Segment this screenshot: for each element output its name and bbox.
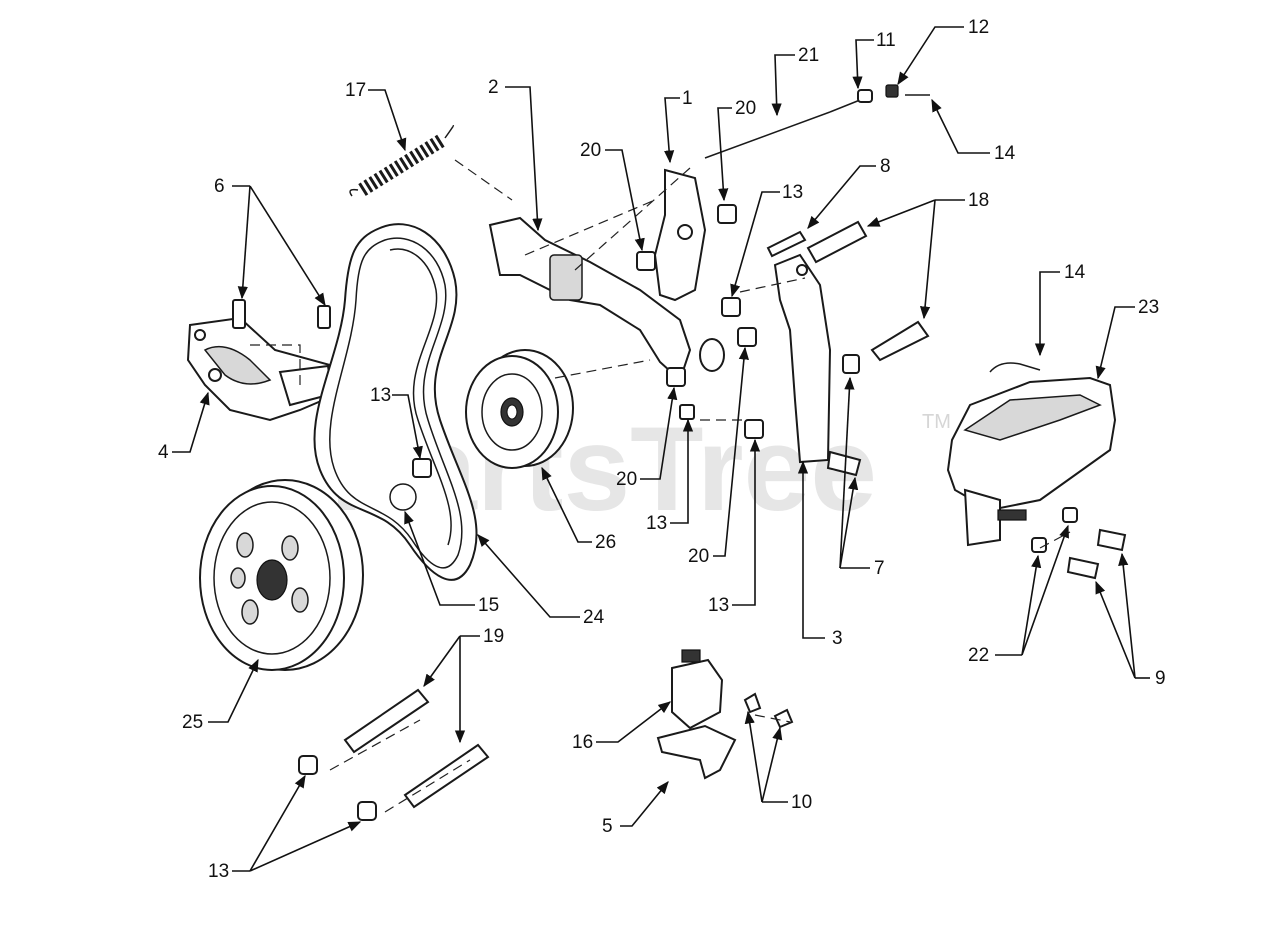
watermark-trademark: TM	[922, 411, 951, 433]
part-nuts-center	[636, 204, 764, 439]
callout-3: 3	[832, 628, 843, 649]
callout-20-bottom-center: 20	[688, 546, 709, 567]
callout-21: 21	[798, 45, 819, 66]
callout-16: 16	[572, 732, 593, 753]
part-retaining-ring	[389, 483, 417, 511]
alignment-lines	[250, 159, 1071, 813]
callout-13-center: 13	[646, 513, 667, 534]
callout-20-bottom-left: 20	[616, 469, 637, 490]
callout-26: 26	[595, 532, 616, 553]
callout-13-upper: 13	[782, 182, 803, 203]
part-lower-bracket	[773, 253, 832, 464]
part-upper-bracket	[653, 168, 707, 302]
callout-14-top: 14	[994, 143, 1016, 164]
part-idler-pulley	[465, 349, 574, 469]
callout-13-right: 13	[708, 595, 729, 616]
callout-4: 4	[158, 442, 169, 463]
callout-1: 1	[682, 88, 693, 109]
part-solenoid	[656, 649, 794, 780]
callout-17: 17	[345, 80, 366, 101]
callout-19: 19	[483, 626, 504, 647]
callout-15: 15	[478, 595, 499, 616]
callout-22: 22	[968, 645, 989, 666]
callout-13-bottom: 13	[208, 861, 229, 882]
callout-13-left: 13	[370, 385, 391, 406]
part-idler-arm	[488, 216, 725, 382]
callout-20-left: 20	[580, 140, 601, 161]
part-belt	[313, 223, 478, 581]
callout-9: 9	[1155, 668, 1166, 689]
part-long-bolts	[298, 688, 490, 821]
callout-leaders	[172, 26, 1150, 872]
callout-8: 8	[880, 156, 891, 177]
part-shroud	[946, 362, 1117, 547]
callout-25: 25	[182, 712, 203, 733]
part-drive-pulley	[199, 479, 364, 671]
part-bracket-left	[186, 316, 337, 422]
callout-24: 24	[583, 607, 605, 628]
callout-12: 12	[968, 17, 989, 38]
part-bolts-right	[1031, 507, 1127, 580]
part-nut	[412, 458, 432, 478]
callout-11: 11	[876, 30, 896, 51]
callout-5: 5	[602, 816, 613, 837]
callout-23: 23	[1138, 297, 1159, 318]
callout-10: 10	[791, 792, 812, 813]
part-spring	[349, 125, 455, 197]
callout-14-right: 14	[1064, 262, 1086, 283]
part-bolts-upper	[766, 220, 930, 477]
callout-numbers: 1 2 3 4 5 6 7 8 9 10 11 12 13 13 13 13 1…	[158, 17, 1166, 882]
part-cable	[704, 84, 930, 159]
callout-7: 7	[874, 558, 885, 579]
callout-6: 6	[214, 176, 225, 197]
callout-20-top: 20	[735, 98, 756, 119]
callout-18: 18	[968, 190, 989, 211]
callout-2: 2	[488, 77, 499, 98]
